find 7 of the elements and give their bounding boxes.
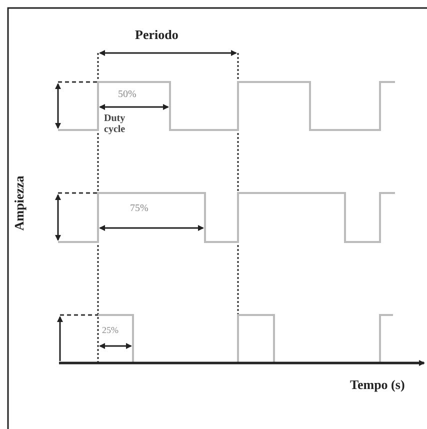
- dimension-label: 75%: [130, 203, 148, 214]
- dimension-label: Periodo: [135, 28, 178, 42]
- axis-label: Ampiezza: [12, 176, 27, 231]
- axis-label: Tempo (s): [350, 378, 405, 392]
- annotation-text: Duty cycle: [104, 113, 126, 135]
- dimension-label: 25%: [102, 326, 118, 336]
- dimension-label: 50%: [118, 89, 136, 100]
